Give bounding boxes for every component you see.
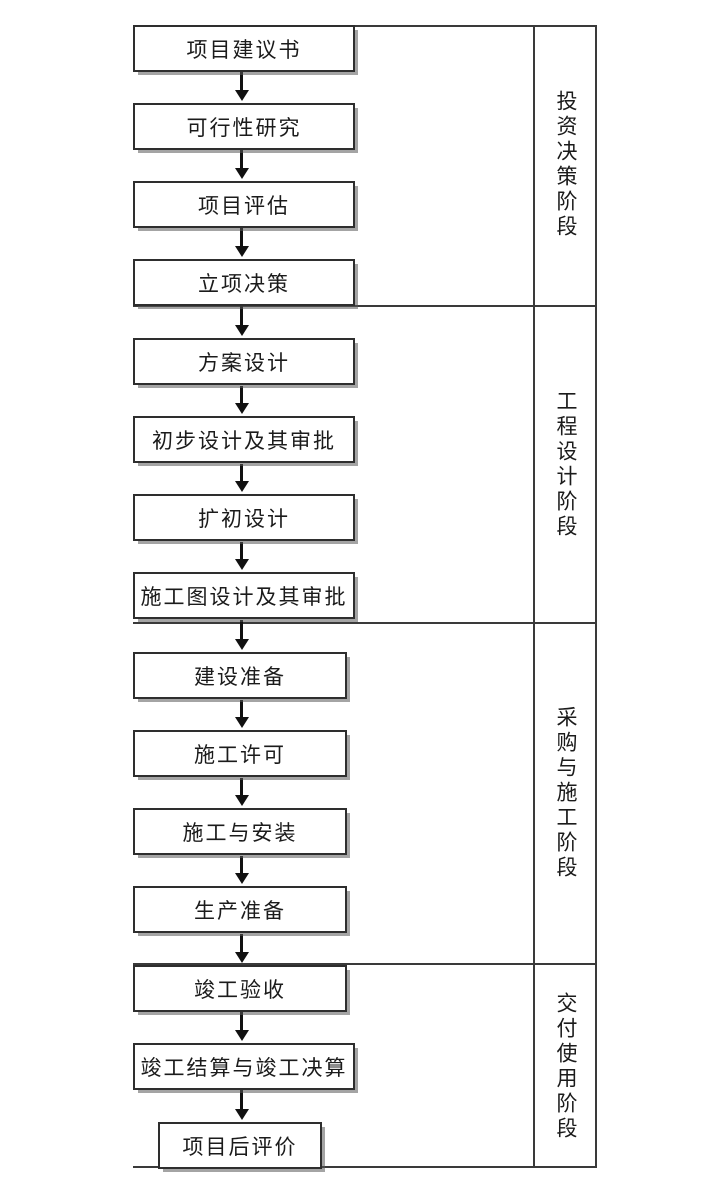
node-construction-preparation[interactable]: 建设准备 — [133, 652, 347, 699]
arrow-n8-n9 — [240, 620, 243, 641]
phase-row-divider-3 — [133, 963, 597, 965]
arrow-n5-n6 — [240, 386, 243, 405]
arrow-n7-n8 — [240, 542, 243, 561]
node-construction-permit[interactable]: 施工许可 — [133, 730, 347, 777]
node-construction-drawing-approval[interactable]: 施工图设计及其审批 — [133, 572, 355, 619]
arrow-n13-n14 — [240, 1012, 243, 1032]
arrow-n12-n13 — [240, 934, 243, 954]
phase-row-divider-1 — [133, 305, 597, 307]
phase-table-frame — [133, 25, 597, 1168]
arrow-n10-n11 — [240, 778, 243, 797]
node-preliminary-design-approval[interactable]: 初步设计及其审批 — [133, 416, 355, 463]
arrow-n11-n12 — [240, 856, 243, 875]
arrow-n14-n15 — [240, 1090, 243, 1111]
arrow-n4-n5 — [240, 306, 243, 327]
arrow-n9-n10 — [240, 700, 243, 719]
arrow-n3-n4 — [240, 228, 243, 248]
node-construction-and-installation[interactable]: 施工与安装 — [133, 808, 347, 855]
arrow-n1-n2 — [240, 72, 243, 92]
node-project-proposal[interactable]: 项目建议书 — [133, 25, 355, 72]
phase-row-divider-2 — [133, 622, 597, 624]
phase-column-divider — [533, 25, 535, 1168]
node-scheme-design[interactable]: 方案设计 — [133, 338, 355, 385]
phase-label-procurement-construction: 采购与施工阶段 — [554, 706, 578, 881]
node-project-appraisal[interactable]: 项目评估 — [133, 181, 355, 228]
node-final-settlement-and-accounts[interactable]: 竣工结算与竣工决算 — [133, 1043, 355, 1090]
phase-label-investment-decision: 投资决策阶段 — [554, 90, 578, 240]
node-production-preparation[interactable]: 生产准备 — [133, 886, 347, 933]
node-feasibility-study[interactable]: 可行性研究 — [133, 103, 355, 150]
phase-label-delivery-use: 交付使用阶段 — [554, 991, 578, 1142]
node-post-project-evaluation[interactable]: 项目后评价 — [158, 1122, 322, 1169]
node-completion-acceptance[interactable]: 竣工验收 — [133, 965, 347, 1012]
node-extended-preliminary-design[interactable]: 扩初设计 — [133, 494, 355, 541]
arrow-n2-n3 — [240, 150, 243, 170]
phase-label-engineering-design: 工程设计阶段 — [554, 389, 578, 540]
node-initiation-decision[interactable]: 立项决策 — [133, 259, 355, 306]
arrow-n6-n7 — [240, 464, 243, 483]
